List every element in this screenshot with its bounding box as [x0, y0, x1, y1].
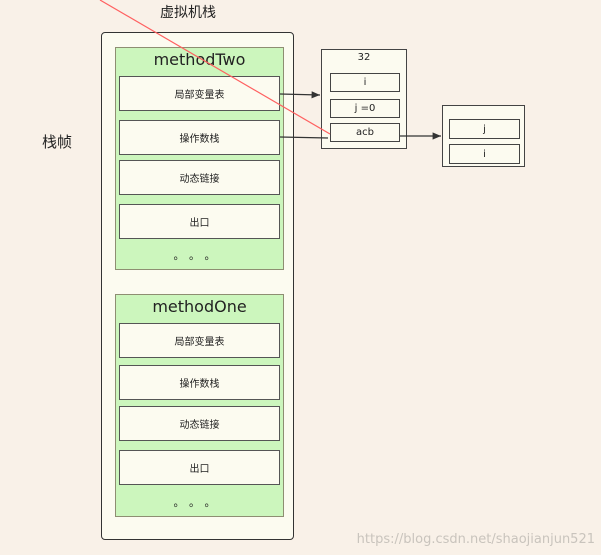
slot-exit: 出口: [119, 204, 280, 239]
stack-frame-label: 栈帧: [42, 133, 73, 151]
object-field-j: j: [449, 119, 520, 139]
vm-stack-title: 虚拟机栈: [160, 5, 216, 21]
frame-method-two: methodTwo 局部变量表 操作数栈 动态链接 出口 。。。: [115, 47, 284, 270]
arrow-operand-stack: [279, 136, 329, 139]
vm-stack: methodTwo 局部变量表 操作数栈 动态链接 出口 。。。 methodO…: [101, 32, 294, 540]
var-cell-i: i: [330, 73, 400, 92]
frame-title: methodTwo: [153, 50, 246, 69]
slot-dynamic-link: 动态链接: [119, 160, 280, 195]
slot-dynamic-link: 动态链接: [119, 406, 280, 441]
slot-operand-stack: 操作数栈: [119, 365, 280, 400]
slot-operand-stack: 操作数栈: [119, 120, 280, 155]
slot-local-variable-table: 局部变量表: [119, 323, 280, 358]
slot-exit: 出口: [119, 450, 280, 485]
frame-ellipsis: 。。。: [173, 496, 226, 509]
object-field-i: i: [449, 144, 520, 164]
diagonal-red-line: [99, 0, 331, 135]
local-variable-box: 32 i j =0 acb: [321, 49, 407, 149]
arrow-local-var-table: [279, 91, 321, 99]
local-variable-box-title: 32: [357, 52, 371, 63]
frame-title: methodOne: [152, 297, 247, 316]
heap-object-box: j i: [442, 105, 525, 167]
watermark: https://blog.csdn.net/shaojianjun521: [356, 532, 595, 547]
frame-method-one: methodOne 局部变量表 操作数栈 动态链接 出口 。。。: [115, 294, 284, 517]
var-cell-j: j =0: [330, 99, 400, 118]
var-cell-acb: acb: [330, 123, 400, 142]
slot-local-variable-table: 局部变量表: [119, 76, 280, 111]
frame-ellipsis: 。。。: [173, 249, 226, 262]
